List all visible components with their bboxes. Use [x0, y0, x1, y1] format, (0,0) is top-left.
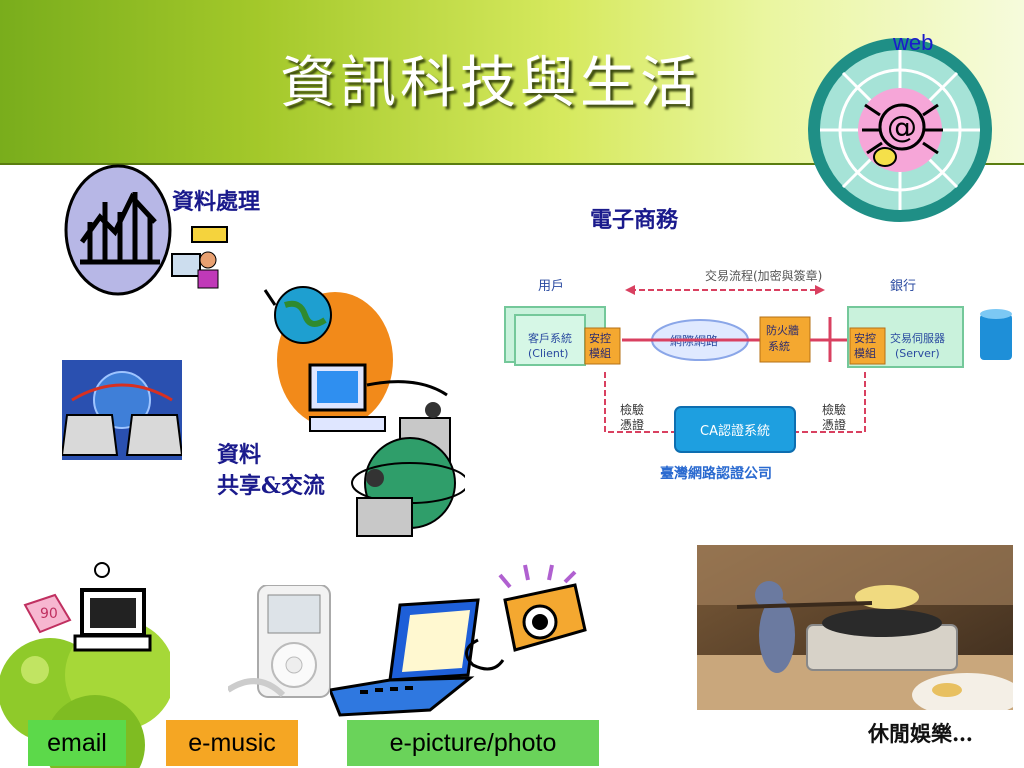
ecommerce-label: 電子商務 — [590, 207, 679, 233]
music-label: e-music — [188, 728, 276, 757]
server-security-2: 模組 — [854, 347, 876, 360]
slide-title: 資訊科技與生活 — [280, 51, 700, 116]
ca-system-label: CA認證系統 — [700, 423, 770, 439]
email-computer-clipart: 90 — [23, 562, 152, 652]
verify-left-2: 憑證 — [620, 417, 644, 432]
chart-clipart — [64, 164, 228, 296]
music-label-box: e-music — [166, 720, 298, 766]
client-security-1: 安控 — [589, 331, 611, 345]
web-spider-icon: @ — [808, 38, 992, 222]
ca-company-label: 臺灣網路認證公司 — [660, 465, 772, 482]
laptop-camera-clipart — [330, 564, 587, 717]
photo-label: e-picture/photo — [389, 728, 557, 757]
sharing-label-2: 共享&交流 — [217, 473, 325, 499]
server-security-1: 安控 — [854, 331, 876, 345]
email-label-box: email — [28, 720, 126, 766]
flow-label: 交易流程(加密與簽章) — [705, 268, 822, 283]
people-globe-clipart — [351, 402, 465, 537]
svg-text:90: 90 — [40, 606, 58, 622]
web-label: web — [893, 30, 934, 55]
svg-text:@: @ — [887, 110, 917, 145]
firewall-2: 系統 — [768, 339, 790, 353]
globe-computer-clipart — [263, 286, 448, 432]
user-label: 用戶 — [538, 279, 564, 294]
verify-left-1: 檢驗 — [620, 402, 644, 417]
leisure-label: 休閒娛樂… — [868, 721, 973, 746]
sharing-label-1: 資料 — [217, 442, 262, 468]
verify-right-1: 檢驗 — [822, 402, 846, 417]
header-divider — [0, 163, 1024, 165]
photo-label-box: e-picture/photo — [347, 720, 599, 766]
ipod-clipart — [228, 585, 331, 698]
cooking-rat-photo — [697, 545, 1013, 710]
network-laptops-image — [62, 360, 182, 460]
client-en-label: (Client) — [528, 347, 568, 360]
data-processing-label: 資料處理 — [172, 189, 261, 215]
verify-right-2: 憑證 — [822, 417, 846, 432]
server-system-label: 交易伺服器 — [890, 331, 945, 345]
firewall-1: 防火牆 — [766, 323, 799, 337]
ecommerce-diagram: 交易流程(加密與簽章) 用戶 銀行 客戶系統 (Client) 安控 模組 網際… — [504, 268, 1012, 482]
bank-label: 銀行 — [890, 279, 916, 294]
email-label: email — [47, 728, 107, 757]
server-en-label: (Server) — [895, 347, 940, 360]
client-security-2: 模組 — [589, 347, 611, 360]
client-system-label: 客戶系統 — [528, 331, 572, 345]
